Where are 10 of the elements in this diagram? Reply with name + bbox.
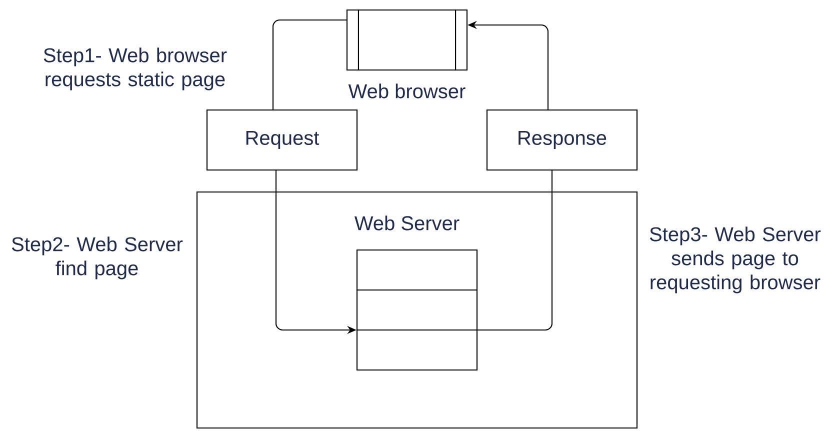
connector-line bbox=[272, 19, 346, 110]
step-note: Step3- Web Server sends page to requesting browser bbox=[650, 226, 821, 294]
connector-line bbox=[478, 170, 553, 331]
step-note: Step1- Web browser requests static page bbox=[44, 48, 227, 90]
stacked-box bbox=[356, 249, 478, 371]
process-box: Response bbox=[486, 109, 638, 171]
node-label: Web browser bbox=[348, 84, 466, 98]
step-note: Step2- Web Server find page bbox=[12, 236, 183, 280]
process-box: Request bbox=[206, 109, 358, 171]
server-box: Web Server bbox=[196, 191, 638, 429]
